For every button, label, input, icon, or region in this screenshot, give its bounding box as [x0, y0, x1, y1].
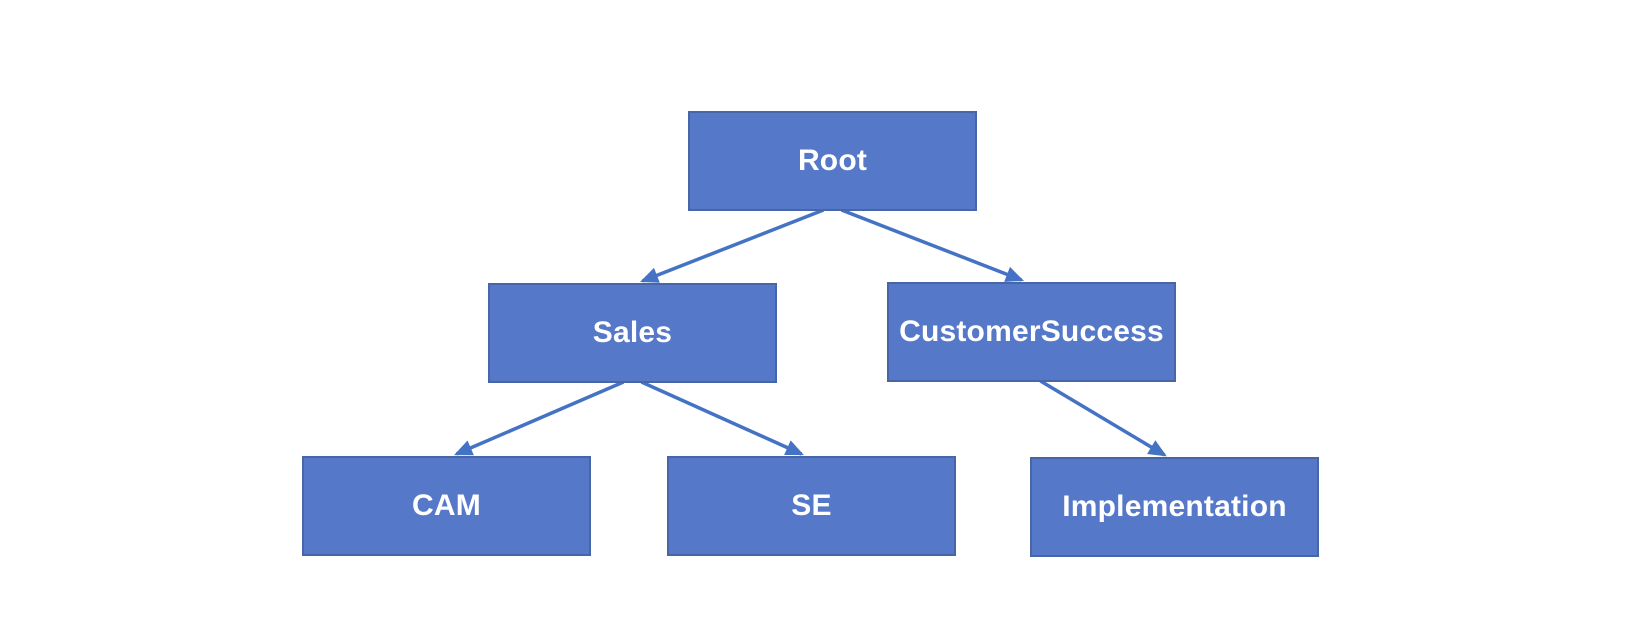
node-se: SE — [667, 456, 956, 556]
node-label-customersuccess: CustomerSuccess — [899, 315, 1164, 348]
node-root: Root — [688, 111, 977, 211]
node-cam: CAM — [302, 456, 591, 556]
node-label-se: SE — [791, 489, 832, 522]
node-label-cam: CAM — [412, 489, 481, 522]
node-label-sales: Sales — [592, 316, 673, 349]
node-customersuccess: CustomerSuccess — [887, 282, 1176, 382]
edge-root-to-sales — [639, 208, 825, 283]
node-label-implementation: Implementation — [1062, 490, 1287, 523]
node-sales: Sales — [488, 283, 777, 383]
node-label-root: Root — [797, 144, 868, 177]
edge-sales-to-se — [640, 380, 804, 456]
edge-customersuccess-to-implementation — [1039, 379, 1167, 457]
edge-sales-to-cam — [453, 380, 625, 456]
node-implementation: Implementation — [1030, 457, 1319, 557]
edge-root-to-customersuccess — [840, 208, 1025, 282]
